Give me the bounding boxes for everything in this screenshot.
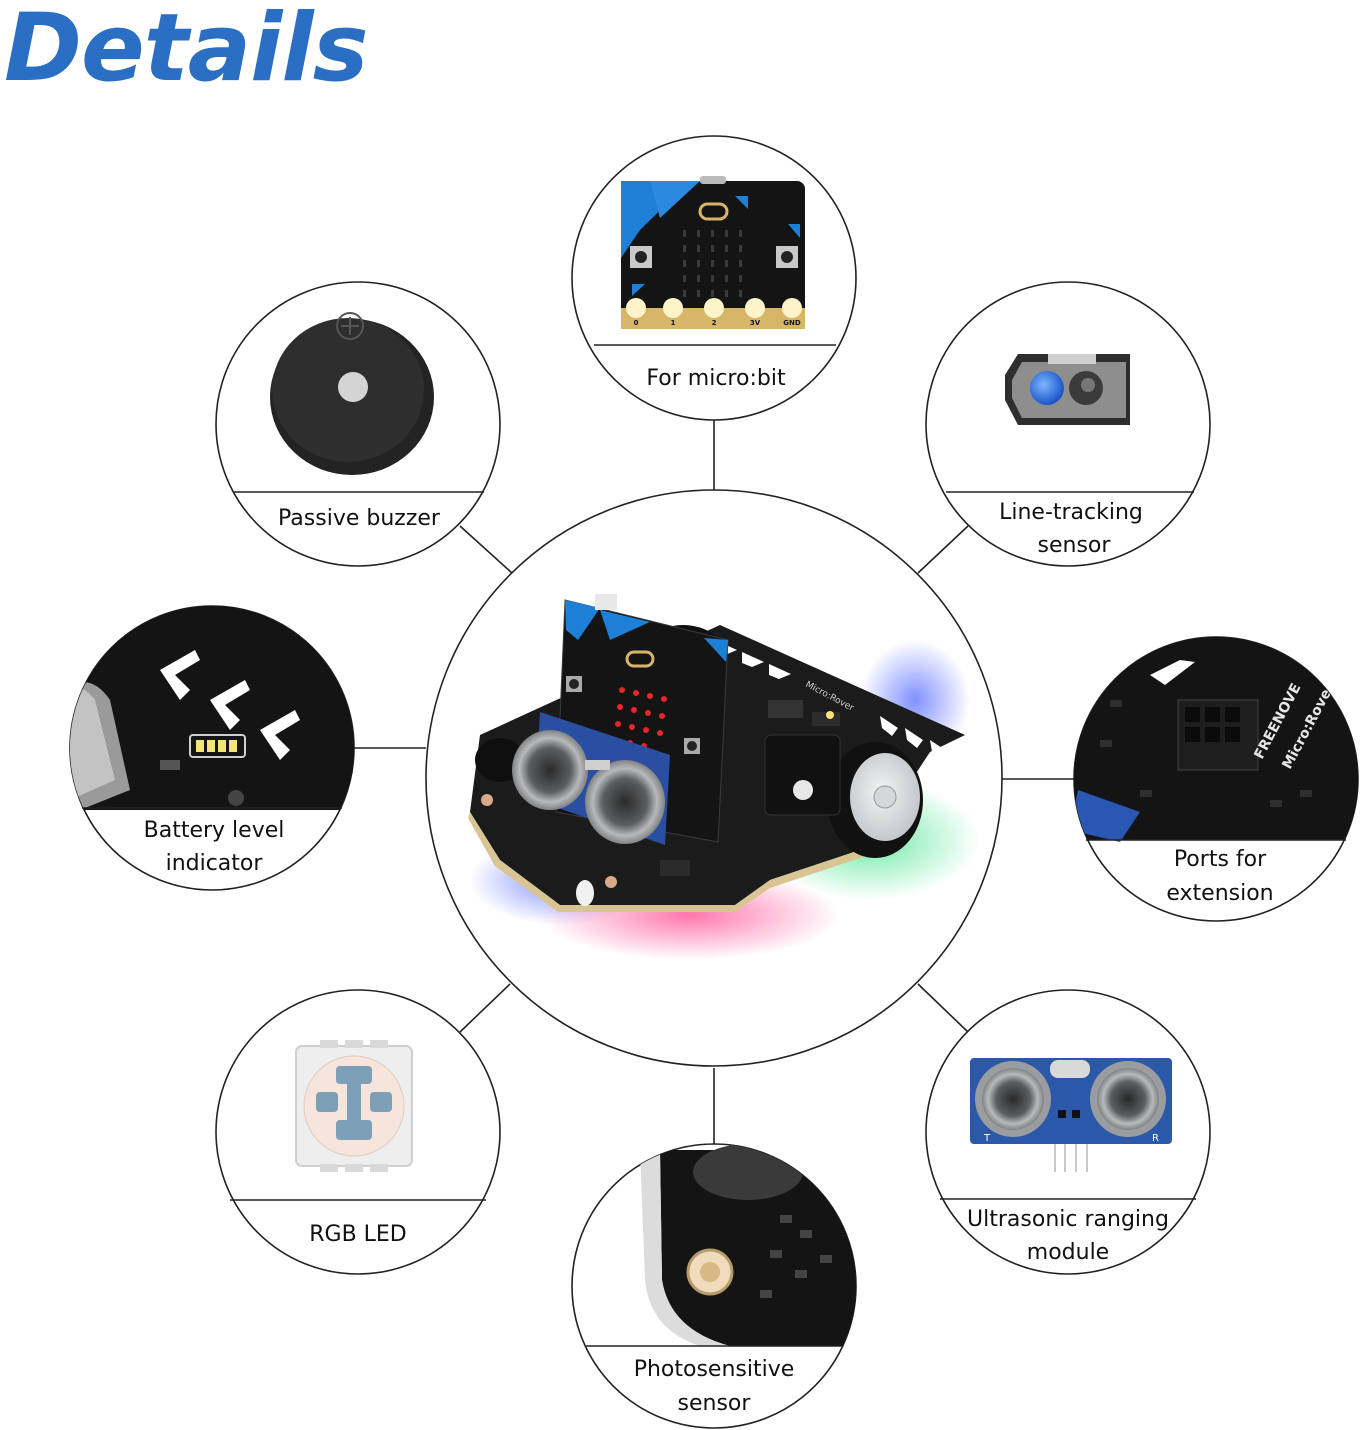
label-photo-1: Photosensitive xyxy=(634,1357,795,1382)
page-title: Details xyxy=(4,0,369,103)
feature-ultrasonic: T R Ultrasonic ranging module xyxy=(925,989,1211,1275)
feature-buzzer: Passive buzzer xyxy=(215,281,501,567)
buzzer-image xyxy=(270,312,434,475)
feature-photo: Photosensitive sensor xyxy=(571,1143,857,1429)
pin-label-2: 2 xyxy=(712,319,717,327)
feature-rgb: RGB LED xyxy=(215,989,501,1275)
robot-car-illustration: Micro:Rover xyxy=(468,594,965,912)
label-battery-1: Battery level xyxy=(144,818,285,843)
label-ultrasonic-2: module xyxy=(1027,1240,1109,1265)
photosensitive-image xyxy=(640,1144,856,1346)
feature-microbit: 0 1 2 3V GND For micro:bit xyxy=(571,135,857,421)
center-robot-circle: Micro:Rover xyxy=(425,489,1003,1067)
connector-buzzer xyxy=(459,525,513,574)
label-ultrasonic-1: Ultrasonic ranging xyxy=(967,1207,1169,1232)
connector-lines xyxy=(354,420,1074,1144)
label-photo-2: sensor xyxy=(678,1391,752,1416)
feature-ports: FREENOVE Micro:Rover Ports for extension xyxy=(1073,636,1359,922)
label-battery-2: indicator xyxy=(166,851,264,876)
rgb-led-image xyxy=(295,1040,413,1172)
pin-label-gnd: GND xyxy=(783,319,801,327)
label-line-tracking-2: sensor xyxy=(1038,533,1112,558)
label-microbit: For micro:bit xyxy=(646,366,786,391)
connector-line-tracking xyxy=(917,525,969,574)
robot-ultrasonic xyxy=(512,712,670,845)
pin-label-0: 0 xyxy=(634,319,639,327)
label-ports-1: Ports for xyxy=(1174,847,1267,872)
label-rgb: RGB LED xyxy=(309,1222,407,1247)
pin-label-1: 1 xyxy=(671,319,676,327)
feature-battery: Battery level indicator xyxy=(69,605,355,891)
microbit-image: 0 1 2 3V GND xyxy=(621,176,805,329)
connector-ultrasonic xyxy=(917,983,969,1033)
label-line-tracking-1: Line-tracking xyxy=(999,500,1143,525)
pin-label-3v: 3V xyxy=(750,319,761,327)
feature-line-tracking: Line-tracking sensor xyxy=(925,281,1211,567)
battery-image xyxy=(70,606,354,810)
label-ports-2: extension xyxy=(1166,881,1273,906)
line-tracking-image xyxy=(1005,354,1130,425)
ultrasonic-image: T R xyxy=(970,1058,1172,1172)
ultrasonic-pin-t: T xyxy=(983,1133,991,1144)
ports-image: FREENOVE Micro:Rover xyxy=(1074,637,1358,842)
connector-rgb xyxy=(459,983,511,1033)
label-buzzer: Passive buzzer xyxy=(278,506,441,531)
ultrasonic-pin-r: R xyxy=(1152,1133,1159,1144)
